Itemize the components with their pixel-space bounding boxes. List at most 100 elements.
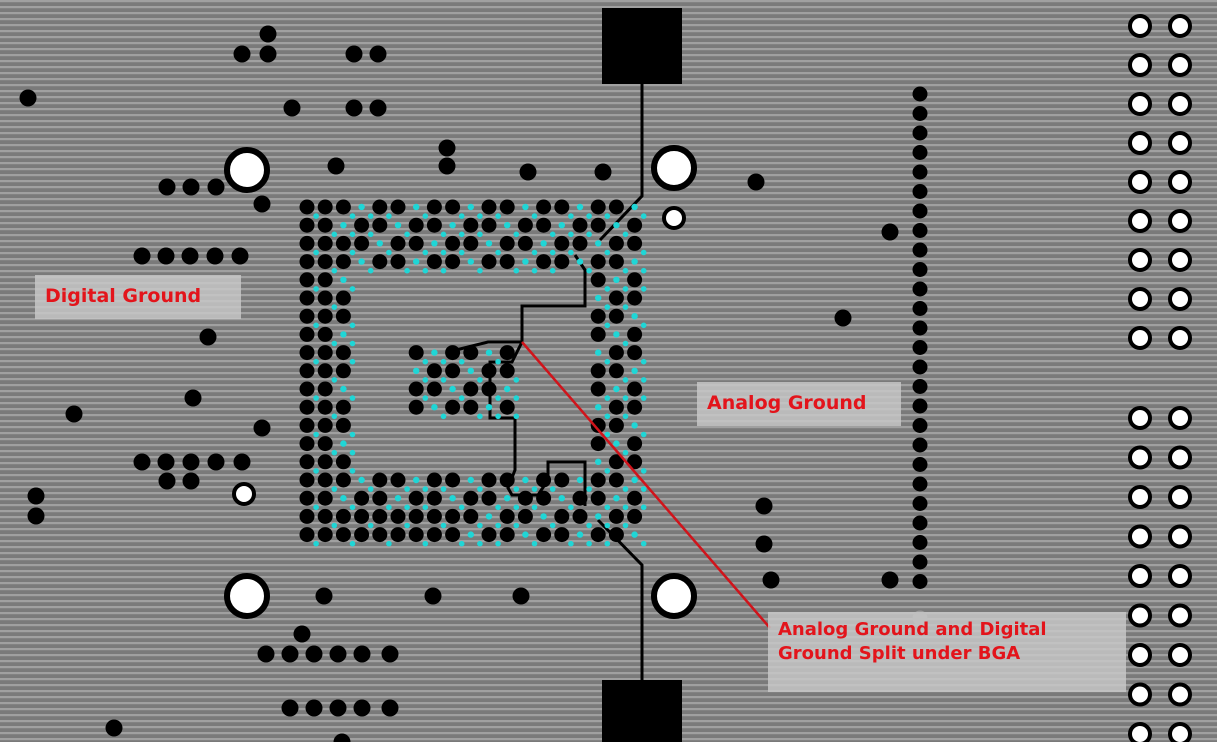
bga-pad [499,254,515,270]
bga-pad [299,272,315,288]
bga-pad [627,490,643,506]
scatter-pad [747,173,765,191]
scatter-pad [233,45,251,63]
scatter-pad [353,699,371,717]
cyan-via [313,540,319,547]
connector-pin [1168,524,1192,549]
cyan-via [349,431,356,438]
cyan-via [422,540,429,547]
connector-pin [1128,722,1152,742]
bga-pad [426,217,442,233]
bga-pad [317,381,333,397]
cyan-via [622,286,629,292]
via-column-pad [912,203,928,219]
connector-pin [1128,131,1152,155]
scatter-pad [424,587,442,605]
cyan-via [622,377,629,383]
bga-pad [372,472,388,488]
cyan-via [404,522,410,529]
connector-pin [1168,643,1192,667]
scatter-pad [329,645,347,663]
bga-pad [499,527,515,543]
connector-pin [1128,485,1152,509]
bga-pad [590,436,606,452]
cyan-via [313,249,319,256]
scatter-pad [158,472,176,490]
via-column-pad [912,320,928,336]
ground-split-label-line2: Ground Split under BGA [778,643,1021,665]
cyan-via [586,267,592,274]
bga-pad [299,508,315,524]
connector-pin [1128,603,1152,628]
via-column-pad [912,340,928,355]
bga-pad [463,508,479,524]
cyan-via [595,513,602,520]
via-column-pad [912,418,928,433]
scatter-pad [283,99,301,117]
bga-pad [335,345,351,361]
via-column-pad [912,262,928,277]
cyan-via [613,222,620,229]
cyan-via [513,413,520,420]
bga-pad [426,199,442,215]
cyan-via [331,377,338,383]
bga-pad [390,508,406,524]
bga-pad [627,217,643,233]
scatter-pad [345,99,363,117]
cyan-via [604,468,611,474]
bga-pad [627,326,643,342]
bga-pad [335,508,351,524]
cyan-via [622,395,629,401]
mounting-hole [224,573,270,619]
bga-pad [354,490,370,506]
scatter-pad [182,472,200,490]
bga-pad [335,454,351,470]
cyan-via [549,267,556,274]
cyan-via [531,213,538,219]
cyan-via [349,468,356,474]
cyan-via [531,486,538,492]
cyan-via [386,504,392,511]
bga-pad [463,217,479,233]
bga-pad [481,490,497,506]
cyan-via [477,486,483,492]
cyan-via [631,258,638,265]
cyan-via [467,367,474,374]
cyan-via [422,486,429,492]
bga-pad [335,235,351,251]
cyan-via [440,249,447,256]
cyan-via [495,358,501,365]
scatter-pad [305,699,323,717]
bga-pad [590,272,606,288]
cyan-via [595,240,602,247]
cyan-via [604,431,611,438]
cyan-via [522,203,529,211]
cyan-via [522,476,529,484]
bga-pad [299,326,315,342]
connector-pin [1168,564,1192,588]
bga-pad [463,381,479,397]
cyan-via [331,304,338,310]
cyan-via [485,240,493,247]
via-column-pad [912,515,928,531]
cyan-via [640,540,647,547]
bga-pad [299,490,315,506]
bga-pad [445,527,461,543]
scatter-pad [438,157,456,175]
bga-pad [627,345,643,361]
cyan-via [495,413,501,420]
cyan-via [513,231,520,238]
connector-pin [1168,485,1192,509]
scatter-pad [834,309,852,327]
cyan-via [349,213,356,219]
scatter-pad [27,487,45,505]
cyan-via [422,395,429,401]
cyan-via [549,231,556,238]
cyan-via [358,203,365,211]
cyan-via [404,486,410,492]
bga-pad [627,399,643,415]
cyan-via [422,504,429,511]
bga-pad [390,235,406,251]
cyan-via [568,504,574,511]
cyan-via [313,213,319,219]
